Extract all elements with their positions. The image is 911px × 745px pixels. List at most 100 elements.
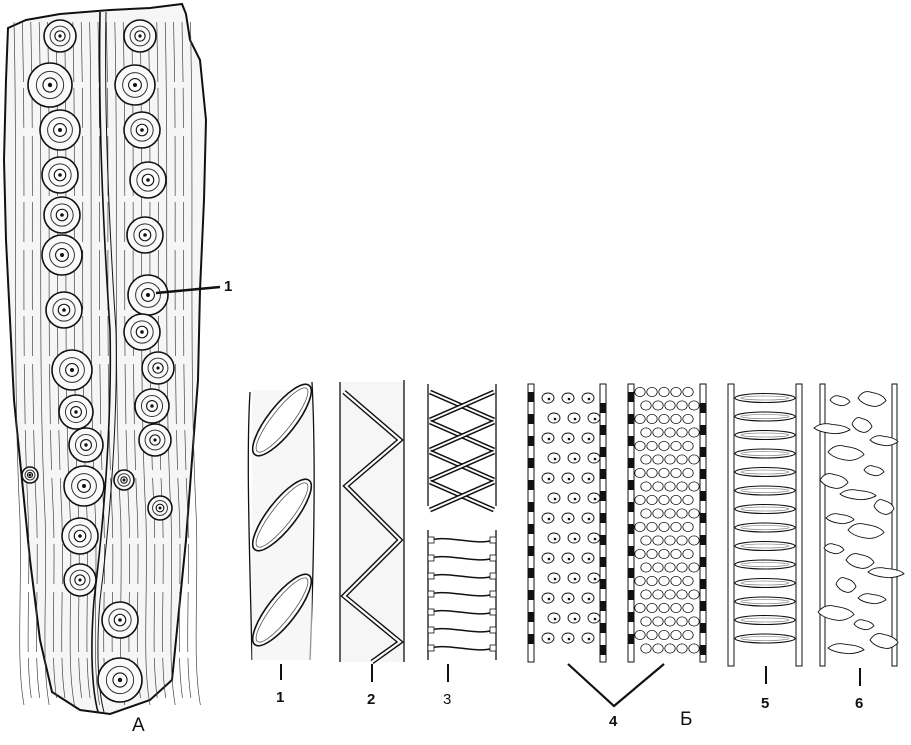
irregular-pit bbox=[819, 473, 849, 489]
reticulate-mesh bbox=[652, 427, 664, 438]
simple-pit bbox=[567, 412, 581, 424]
annular-ring bbox=[429, 537, 495, 543]
simple-pit bbox=[541, 592, 555, 604]
pit-border bbox=[74, 433, 98, 457]
reticulate-mesh bbox=[658, 630, 670, 641]
pit-aperture bbox=[593, 497, 597, 501]
simple-pit bbox=[561, 592, 575, 604]
reticulate-mesh bbox=[640, 427, 652, 438]
pit-aperture bbox=[82, 484, 86, 488]
simple-pit bbox=[567, 572, 581, 584]
wall-pit-mark bbox=[528, 502, 534, 512]
pit-aperture bbox=[158, 506, 162, 510]
simple-pit bbox=[547, 532, 561, 544]
simple-pit bbox=[561, 432, 575, 444]
ring-end bbox=[489, 572, 497, 580]
pit-aperture bbox=[567, 517, 571, 521]
ring-end bbox=[427, 572, 435, 580]
cell-wall-seam bbox=[91, 11, 112, 713]
panel-b-label-2: 2 bbox=[367, 691, 376, 708]
pit-border bbox=[144, 429, 166, 451]
annular-thickening-inner bbox=[255, 482, 309, 548]
pit-border bbox=[129, 25, 151, 47]
reticulate-mesh bbox=[664, 535, 676, 546]
irregular-pit bbox=[829, 395, 851, 407]
pit-aperture bbox=[573, 417, 577, 421]
reticulate-mesh bbox=[688, 535, 700, 546]
reticulate-mesh bbox=[670, 467, 682, 478]
pit-aperture bbox=[553, 577, 557, 581]
reticulate-mesh bbox=[688, 589, 700, 600]
wall-pit-mark bbox=[600, 645, 606, 655]
pit-aperture bbox=[587, 597, 591, 601]
wall-pit-mark bbox=[700, 513, 706, 523]
annular-thickening bbox=[251, 383, 313, 457]
wall-pit-mark bbox=[700, 535, 706, 545]
pit-aperture bbox=[60, 213, 64, 217]
wall-pit-mark bbox=[628, 502, 634, 512]
helix-band-highlight bbox=[429, 451, 495, 481]
simple-pit bbox=[561, 632, 575, 644]
reticulate-mesh bbox=[640, 400, 652, 411]
reticulate-mesh bbox=[682, 522, 694, 533]
reticulate-mesh bbox=[676, 643, 688, 654]
pit-aperture bbox=[567, 437, 571, 441]
pit-border bbox=[105, 665, 135, 695]
pit-border bbox=[117, 473, 131, 487]
reticulate-mesh bbox=[640, 643, 652, 654]
reticulate-mesh bbox=[670, 603, 682, 614]
slit-inner bbox=[740, 562, 790, 567]
pit-aperture bbox=[587, 557, 591, 561]
wall-pit-mark bbox=[528, 546, 534, 556]
wall-pit-mark bbox=[600, 425, 606, 435]
pit-border bbox=[152, 500, 168, 516]
irregular-pit bbox=[823, 543, 845, 555]
reticulate-mesh bbox=[682, 467, 694, 478]
vessel-6-irregular bbox=[813, 383, 905, 667]
pit-aperture bbox=[593, 577, 597, 581]
scalariform-slit bbox=[734, 448, 796, 459]
panel-a-tracheid bbox=[2, 2, 208, 716]
wall-pit-mark bbox=[600, 447, 606, 457]
simple-pit bbox=[587, 412, 601, 424]
simple-pit bbox=[561, 552, 575, 564]
irregular-pit bbox=[827, 643, 865, 655]
pit-aperture bbox=[593, 457, 597, 461]
reticulate-mesh bbox=[658, 467, 670, 478]
reticulate-mesh bbox=[676, 562, 688, 573]
reticulate-mesh bbox=[634, 576, 646, 587]
panel-b-label-4: 4 bbox=[609, 713, 618, 730]
pit-border bbox=[24, 469, 36, 481]
scalariform-slit bbox=[734, 503, 796, 515]
reticulate-mesh bbox=[652, 616, 664, 627]
simple-pit bbox=[541, 432, 555, 444]
ring-end bbox=[489, 644, 497, 652]
scalariform-slit bbox=[734, 559, 796, 570]
panel-b-letter: Б bbox=[680, 709, 693, 730]
grain-line bbox=[30, 21, 42, 706]
pit-border bbox=[71, 473, 97, 499]
simple-pit bbox=[587, 492, 601, 504]
simple-pit bbox=[541, 632, 555, 644]
reticulate-mesh bbox=[658, 549, 670, 560]
slit-inner bbox=[740, 432, 790, 438]
pit-aperture bbox=[146, 178, 150, 182]
ring-end bbox=[427, 590, 435, 598]
reticulate-mesh bbox=[670, 630, 682, 641]
pit-aperture bbox=[78, 578, 82, 582]
reticulate-mesh bbox=[670, 440, 682, 451]
reticulate-mesh bbox=[676, 508, 688, 519]
simple-pit bbox=[587, 572, 601, 584]
pit-aperture bbox=[74, 410, 78, 414]
wall-pit-mark bbox=[628, 392, 634, 402]
reticulate-mesh bbox=[676, 535, 688, 546]
wall-pit-mark bbox=[600, 491, 606, 501]
wall-pit-mark bbox=[628, 546, 634, 556]
wall-pit-mark bbox=[528, 634, 534, 644]
simple-pit bbox=[561, 512, 575, 524]
pit-border bbox=[135, 282, 161, 308]
pit-aperture bbox=[593, 417, 597, 421]
reticulate-mesh bbox=[688, 616, 700, 627]
simple-pit bbox=[547, 452, 561, 464]
pit-aperture bbox=[117, 677, 123, 683]
